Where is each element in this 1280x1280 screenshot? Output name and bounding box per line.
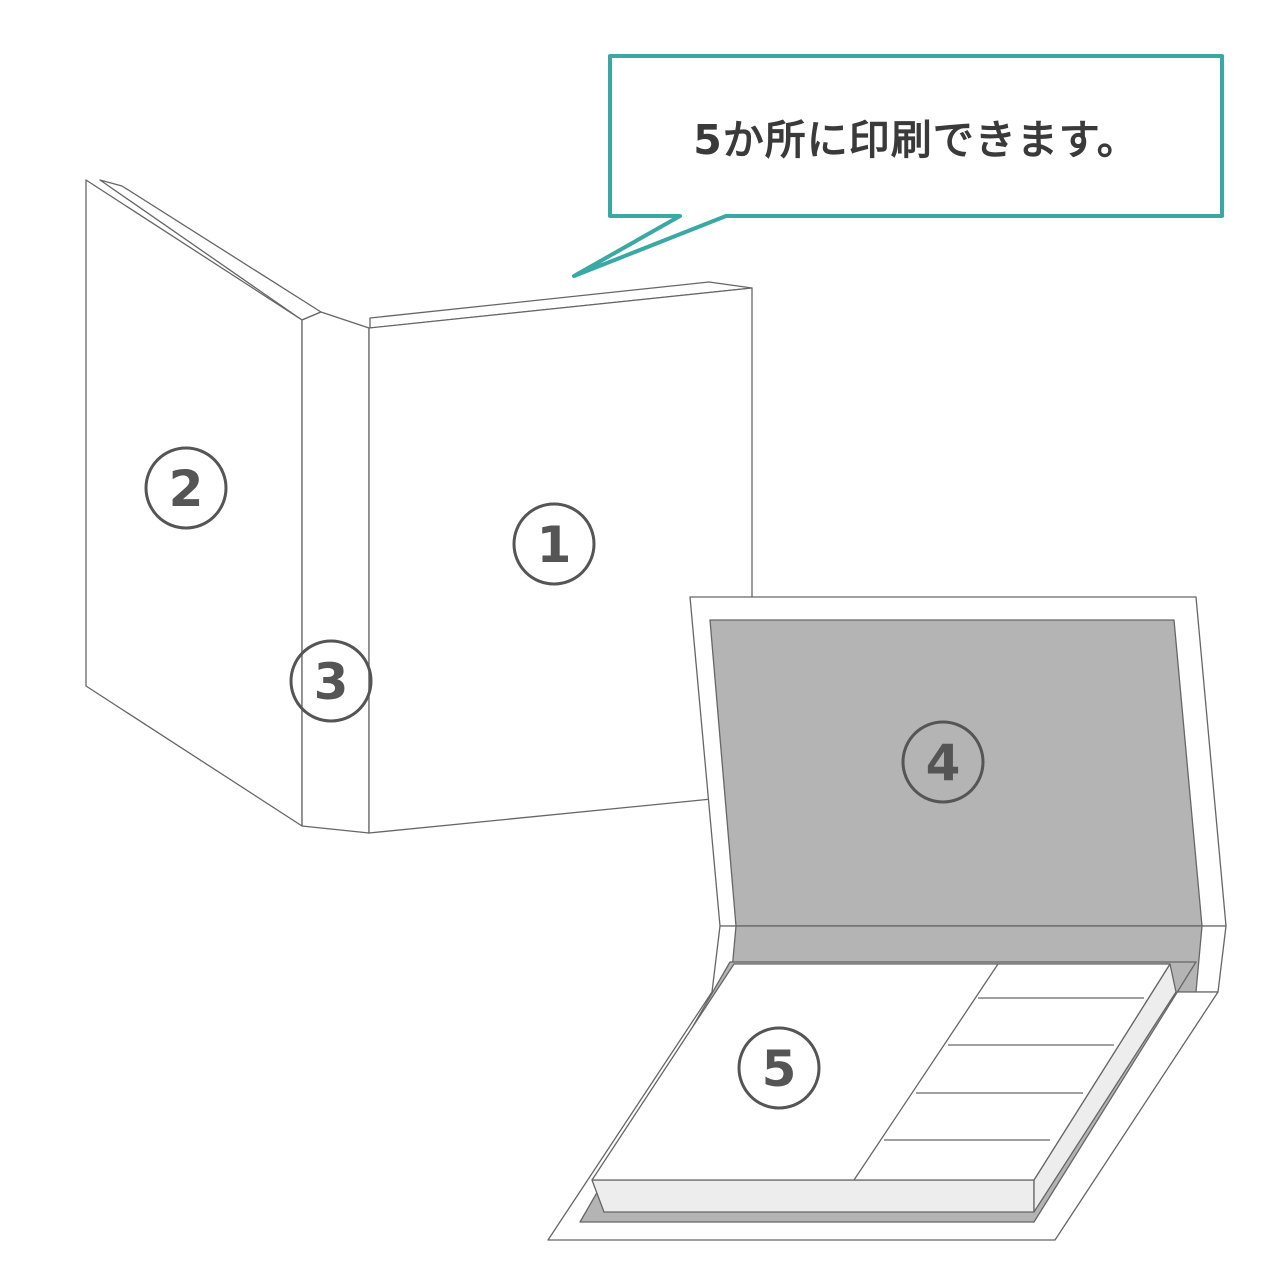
svg-text:2: 2 [169,460,204,518]
insert-front-edge [591,1179,1035,1213]
closed-binder [85,179,753,834]
svg-text:3: 3 [314,653,349,711]
marker-3: 3 [289,639,373,723]
open-box [547,596,1227,1241]
svg-text:4: 4 [926,734,961,792]
insert-dividers [853,963,1144,1181]
svg-text:1: 1 [537,516,572,574]
spine-face [301,311,370,834]
insert-top-face [591,963,1171,1181]
marker-4: 4 [901,720,985,804]
marker-2: 2 [144,446,228,530]
marker-5: 5 [737,1026,821,1110]
svg-text:5: 5 [762,1040,797,1098]
callout-text: 5か所に印刷できます。 [693,116,1139,164]
callout-bubble [572,54,1224,278]
marker-1: 1 [512,502,596,586]
